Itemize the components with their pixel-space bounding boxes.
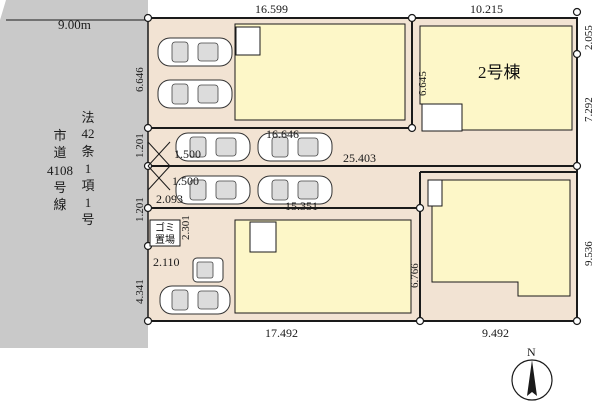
road-name-r-2: 条 <box>81 144 94 159</box>
north-arrow: N <box>511 345 553 401</box>
car-7 <box>159 285 231 315</box>
dim-top-right: 10.215 <box>470 2 503 16</box>
dim-left-small2: 2.301 <box>180 215 192 240</box>
dim-drive2: 1.500 <box>172 174 199 188</box>
road-width-label: 9.00m <box>58 17 91 32</box>
dim-drive-inner-bottom: 15.351 <box>285 199 318 213</box>
garbage-label-1: ゴミ <box>155 221 175 234</box>
car-3 <box>175 132 251 162</box>
dim-right-lower: 9.536 <box>583 241 595 266</box>
survey-points <box>143 7 582 326</box>
dim-left-lower: 4.341 <box>134 279 146 304</box>
entrance-1 <box>235 26 261 56</box>
road-name-l-1: 道 <box>53 145 66 160</box>
entrance-4 <box>427 179 443 207</box>
road-name-r-4: 項 <box>81 178 94 193</box>
road-edge <box>0 0 6 20</box>
garbage-area <box>149 219 181 247</box>
building-4 <box>427 179 571 297</box>
building-1 <box>234 23 406 121</box>
road-name-l-0: 市 <box>53 128 66 143</box>
dim-left-small3: 2.110 <box>153 255 180 269</box>
road-name-r-3: 1 <box>85 161 92 176</box>
car-1 <box>157 37 233 67</box>
dim-inner-upper: 6.645 <box>417 71 429 96</box>
entrance-3 <box>249 221 277 253</box>
road-name-r-6: 号 <box>81 212 94 227</box>
car-4 <box>257 132 333 162</box>
car-5 <box>175 175 251 205</box>
dim-drive-inner-top: 16.646 <box>266 127 299 141</box>
dim-left-upper: 6.646 <box>134 67 146 92</box>
dim-top-left: 16.599 <box>255 2 288 16</box>
road-name-l-3: 号 <box>53 180 66 195</box>
road-name-l-2: 4108 <box>47 163 73 178</box>
dim-left-gap2: 1.201 <box>134 197 146 222</box>
car-6 <box>257 175 333 205</box>
road-name-r-5: 1 <box>85 195 92 210</box>
bike <box>192 257 224 283</box>
building-label: 2号棟 <box>478 63 521 82</box>
dim-left-gap1: 1.201 <box>134 133 146 158</box>
dim-bottom-right: 9.492 <box>482 326 509 340</box>
road <box>0 0 148 348</box>
road-name-l-4: 線 <box>53 197 66 212</box>
corner-cuts <box>147 141 171 191</box>
dim-inner-lower: 6.766 <box>409 263 421 288</box>
dim-bottom-left: 17.492 <box>265 326 298 340</box>
dim-drive-long: 25.403 <box>343 151 376 165</box>
driveway <box>148 128 577 208</box>
boundaries <box>148 17 578 322</box>
dim-right-upper: 7.292 <box>583 97 595 122</box>
garbage-label-2: 置場 <box>155 233 175 246</box>
dim-right-top-small: 2.055 <box>583 25 595 50</box>
road-name-r-1: 42 <box>82 126 95 141</box>
dim-drive1: 1.500 <box>174 147 201 161</box>
car-2 <box>157 79 233 109</box>
entrance-2 <box>421 103 463 132</box>
compass-label: N <box>527 345 536 359</box>
dim-left-small1: 2.093 <box>156 192 183 206</box>
building-3 <box>234 219 412 314</box>
road-name-r-0: 法 <box>81 110 94 125</box>
road-name: 法 42 条 1 項 1 号 市 道 4108 号 線 <box>47 110 95 227</box>
